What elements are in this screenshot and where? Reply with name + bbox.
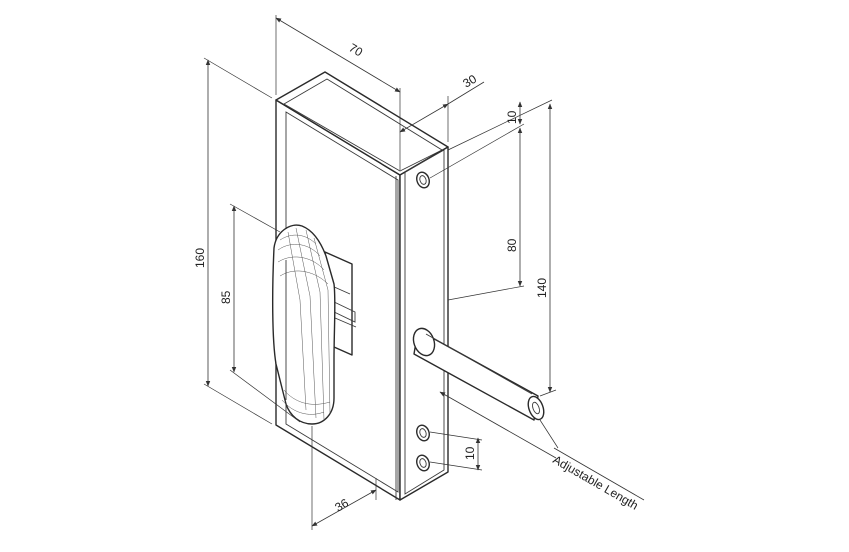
handle-grip <box>272 224 336 425</box>
dim-hole-spacing: 80 <box>505 127 523 287</box>
dim-depth-label: 30 <box>460 72 479 91</box>
dim-hole-spacing-label: 80 <box>505 238 519 252</box>
dim-width-label: 70 <box>346 41 365 60</box>
dim-total-height-label: 160 <box>193 248 207 268</box>
bottom-screw-hole <box>416 454 430 472</box>
forend-plate <box>399 146 449 501</box>
dim-handle-height: 85 <box>219 203 301 423</box>
dim-spindle-height: 140 <box>535 103 553 393</box>
forend-plate-inner <box>404 149 445 495</box>
dim-spindle-height-label: 140 <box>535 278 549 298</box>
dim-top-offset-label: 10 <box>505 110 519 124</box>
dim-handle-offset-label: 36 <box>332 496 351 515</box>
handle <box>272 224 336 425</box>
adjustable-length-label: Adjustable Length <box>551 452 641 512</box>
dim-bottom-offset: 10 <box>463 437 481 471</box>
dim-depth: 30 <box>399 72 485 142</box>
middle-screw-hole <box>416 424 430 442</box>
dim-top-offset: 10 <box>505 101 523 125</box>
dim-handle-offset: 36 <box>311 426 377 530</box>
dim-handle-height-label: 85 <box>219 290 233 304</box>
dim-total-height: 160 <box>193 57 273 425</box>
top-screw-hole <box>416 171 430 189</box>
dim-bottom-offset-label: 10 <box>463 446 477 460</box>
spindle-tip <box>527 395 545 421</box>
spindle <box>412 327 545 421</box>
